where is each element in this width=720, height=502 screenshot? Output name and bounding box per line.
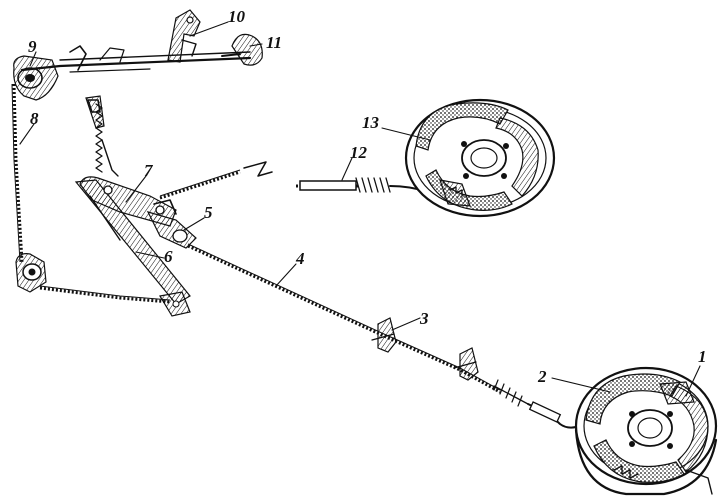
callout-9: 9 — [28, 37, 37, 56]
callout-12: 12 — [350, 143, 368, 162]
callout-7: 7 — [144, 161, 154, 180]
right-brake-cable — [159, 161, 447, 200]
callout-1: 1 — [698, 347, 707, 366]
callout-labels: 1 2 3 4 5 6 7 8 9 10 11 12 13 — [28, 7, 707, 386]
callout-5: 5 — [204, 203, 213, 222]
lever-assembly — [74, 95, 197, 317]
main-brake-cable — [187, 243, 581, 429]
callout-8: 8 — [30, 109, 39, 128]
callout-10: 10 — [228, 7, 246, 26]
callout-4: 4 — [295, 249, 305, 268]
callout-11: 11 — [266, 33, 282, 52]
callout-2: 2 — [537, 367, 547, 386]
callout-6: 6 — [164, 247, 173, 266]
callout-13: 13 — [362, 113, 380, 132]
pedal-shaft-assembly — [13, 9, 263, 101]
rear-brake-drum — [574, 366, 718, 496]
callout-3: 3 — [419, 309, 429, 328]
front-brake-drum — [404, 98, 556, 218]
vertical-cable — [12, 83, 24, 263]
leader-lines — [19, 21, 701, 397]
lower-cable — [39, 286, 171, 304]
lower-bracket — [15, 253, 47, 293]
